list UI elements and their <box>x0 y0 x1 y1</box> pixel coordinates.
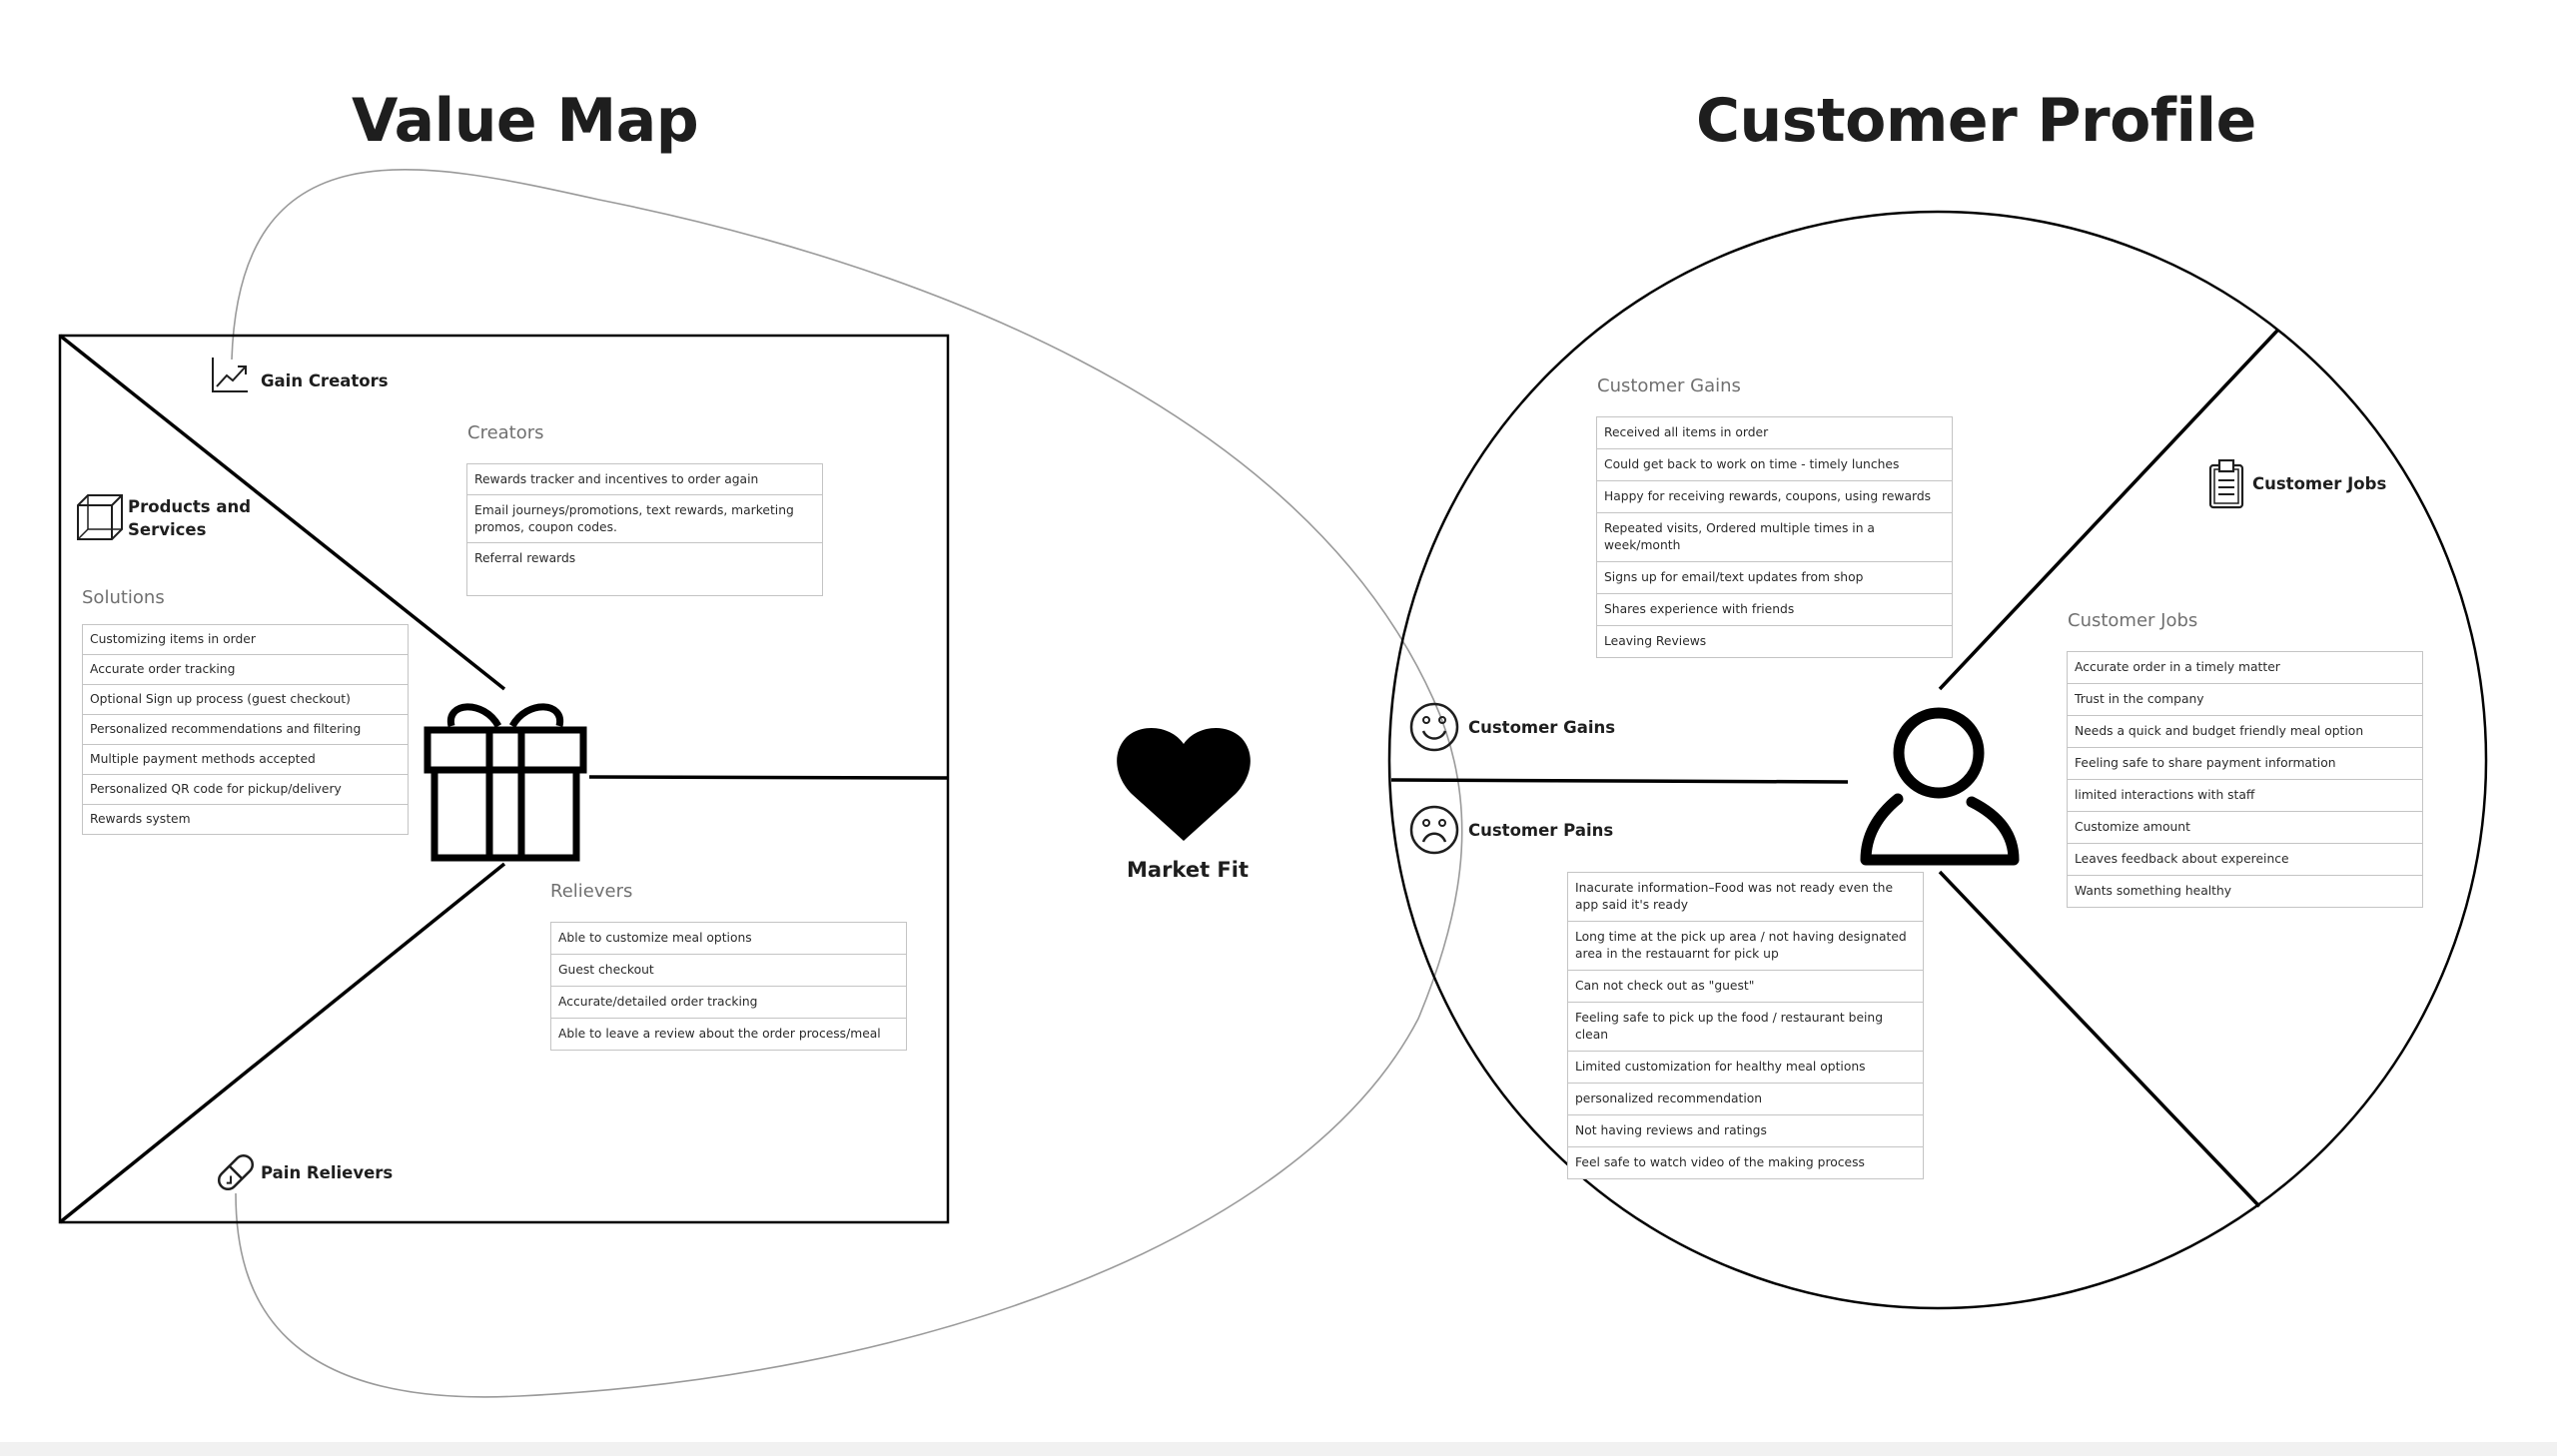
customer-pains-item[interactable]: Feeling safe to pick up the food / resta… <box>1568 1003 1923 1052</box>
person-icon <box>1860 707 2020 866</box>
customer-jobs-item[interactable]: Leaves feedback about expereince <box>2068 844 2422 876</box>
value-map-diagonal-top <box>58 334 506 691</box>
value-map-square <box>58 334 950 1224</box>
chart-trend-icon <box>212 358 248 392</box>
solutions-item[interactable]: Multiple payment methods accepted <box>83 745 408 775</box>
customer-jobs-list: Accurate order in a timely matter Trust … <box>2067 651 2423 908</box>
smiley-face-icon <box>1409 702 1459 752</box>
customer-gains-item[interactable]: Could get back to work on time - timely … <box>1597 449 1952 481</box>
relievers-item[interactable]: Able to customize meal options <box>551 923 906 955</box>
solutions-item[interactable]: Rewards system <box>90 812 191 826</box>
clipboard-icon <box>2208 459 2244 509</box>
customer-gains-title: Customer Gains <box>1597 375 1741 396</box>
customer-profile-circle <box>1387 210 2488 1310</box>
relievers-list: Able to customize meal options Guest che… <box>550 922 907 1051</box>
profile-horizontal <box>1390 778 1849 784</box>
relievers-item[interactable]: Accurate/detailed order tracking <box>551 987 906 1019</box>
customer-pains-item[interactable]: Limited customization for healthy meal o… <box>1568 1052 1923 1084</box>
profile-diagonal-bottom <box>1938 870 2261 1208</box>
solutions-title: Solutions <box>82 587 165 608</box>
gift-icon <box>424 703 587 862</box>
customer-jobs-item[interactable]: Needs a quick and budget friendly meal o… <box>2068 716 2422 748</box>
customer-gains-item[interactable]: Repeated visits, Ordered multiple times … <box>1597 513 1952 562</box>
pill-icon <box>217 1153 255 1191</box>
value-map-horizontal <box>588 775 949 780</box>
relievers-item[interactable]: Guest checkout <box>551 955 906 987</box>
customer-pains-item[interactable]: Not having reviews and ratings <box>1568 1115 1923 1147</box>
customer-jobs-item[interactable]: Customize amount <box>2068 812 2422 844</box>
bottom-toolbar-strip <box>0 1442 2557 1456</box>
customer-gains-item[interactable]: Happy for receiving rewards, coupons, us… <box>1597 481 1952 513</box>
customer-jobs-title: Customer Jobs <box>2068 610 2198 631</box>
customer-gains-item[interactable]: Shares experience with friends <box>1597 594 1952 626</box>
fit-connector-curve <box>231 169 1463 1398</box>
gain-creators-label: Gain Creators <box>261 371 389 390</box>
customer-pains-label: Customer Pains <box>1468 821 1614 840</box>
creators-item[interactable]: Referral rewards <box>474 551 576 565</box>
creators-title: Creators <box>467 422 544 443</box>
sad-face-icon <box>1409 805 1459 855</box>
customer-gains-item[interactable]: Received all items in order <box>1597 417 1952 449</box>
customer-gains-list: Received all items in order Could get ba… <box>1596 416 1953 658</box>
customer-jobs-item[interactable]: Feeling safe to share payment informatio… <box>2068 748 2422 780</box>
heart-icon <box>1117 727 1251 841</box>
customer-jobs-label: Customer Jobs <box>2252 474 2387 493</box>
pain-relievers-label: Pain Relievers <box>261 1163 394 1182</box>
creators-list: Rewards tracker and incentives to order … <box>466 463 823 596</box>
creators-item[interactable]: Email journeys/promotions, text rewards,… <box>467 495 822 543</box>
customer-jobs-item[interactable]: limited interactions with staff <box>2068 780 2422 812</box>
customer-pains-item[interactable]: Feel safe to watch video of the making p… <box>1575 1155 1865 1169</box>
customer-jobs-item[interactable]: Accurate order in a timely matter <box>2068 652 2422 684</box>
value-map-diagonal-bottom <box>58 862 506 1224</box>
customer-pains-list: Inacurate information–Food was not ready… <box>1567 872 1924 1179</box>
customer-jobs-item[interactable]: Wants something healthy <box>2075 884 2232 898</box>
customer-jobs-item[interactable]: Trust in the company <box>2068 684 2422 716</box>
customer-profile-title: Customer Profile <box>1696 86 2256 156</box>
value-map-title: Value Map <box>352 86 699 156</box>
solutions-item[interactable]: Personalized QR code for pickup/delivery <box>83 775 408 805</box>
solutions-list: Customizing items in order Accurate orde… <box>82 624 409 835</box>
profile-diagonal-top <box>1938 329 2279 691</box>
cube-icon <box>77 494 123 540</box>
market-fit-label: Market Fit <box>1127 858 1250 882</box>
customer-pains-item[interactable]: Inacurate information–Food was not ready… <box>1568 873 1923 922</box>
customer-pains-item[interactable]: personalized recommendation <box>1568 1084 1923 1115</box>
products-services-label: Products and Services <box>128 497 252 539</box>
solutions-item[interactable]: Personalized recommendations and filteri… <box>83 715 408 745</box>
customer-pains-item[interactable]: Long time at the pick up area / not havi… <box>1568 922 1923 971</box>
relievers-title: Relievers <box>550 881 633 902</box>
creators-item[interactable]: Rewards tracker and incentives to order … <box>467 464 822 495</box>
customer-gains-item[interactable]: Signs up for email/text updates from sho… <box>1597 562 1952 594</box>
customer-gains-item[interactable]: Leaving Reviews <box>1604 634 1707 648</box>
customer-gains-label: Customer Gains <box>1468 718 1616 737</box>
customer-pains-item[interactable]: Can not check out as "guest" <box>1568 971 1923 1003</box>
solutions-item[interactable]: Customizing items in order <box>83 625 408 655</box>
solutions-item[interactable]: Optional Sign up process (guest checkout… <box>83 685 408 715</box>
relievers-item[interactable]: Able to leave a review about the order p… <box>558 1027 881 1041</box>
solutions-item[interactable]: Accurate order tracking <box>83 655 408 685</box>
